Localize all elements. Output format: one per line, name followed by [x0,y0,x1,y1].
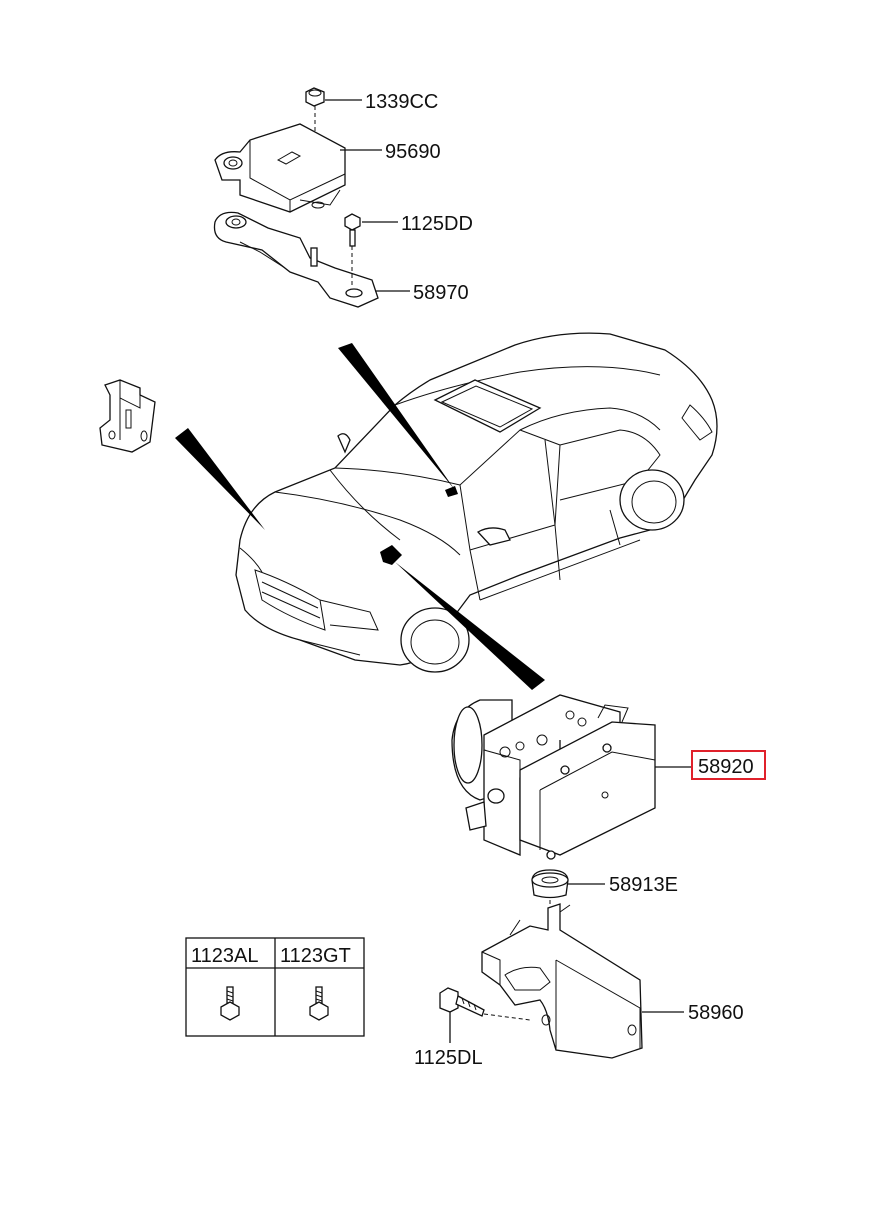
vehicle-outline [235,332,718,673]
yaw-sensor-assembly [213,87,410,308]
table-header-1123al: 1123AL [191,945,258,967]
small-bracket [99,379,156,453]
hecu-location-mark [380,545,402,565]
highlight-box-58920 [691,750,766,780]
pointer-wedge-sensor [338,343,455,490]
sensor-95690 [214,123,346,213]
label-58913e: 58913E [609,874,678,896]
label-58920: 58920 [698,756,754,778]
label-1125dl: 1125DL [414,1047,483,1069]
table-header-1123gt: 1123GT [280,945,351,967]
bracket-58970 [213,211,379,308]
hecu-58920 [451,694,656,860]
fastener-table [185,937,365,1037]
label-58970: 58970 [413,282,469,304]
label-58960: 58960 [688,1002,744,1024]
pointer-wedge-hecu [395,562,545,690]
screw-1123gt-icon [309,986,329,1021]
grommet-58913e [531,869,569,940]
bolt-1125dd [344,213,361,285]
screw-1123al-icon [220,986,240,1021]
bracket-58960 [481,903,643,1059]
sensor-location-mark [445,486,458,497]
label-1125dd: 1125DD [401,213,473,235]
bolt-1125dl [439,987,531,1021]
label-95690: 95690 [385,141,441,163]
label-1339cc: 1339CC [365,91,438,113]
pointer-wedge-bracket [175,428,265,530]
